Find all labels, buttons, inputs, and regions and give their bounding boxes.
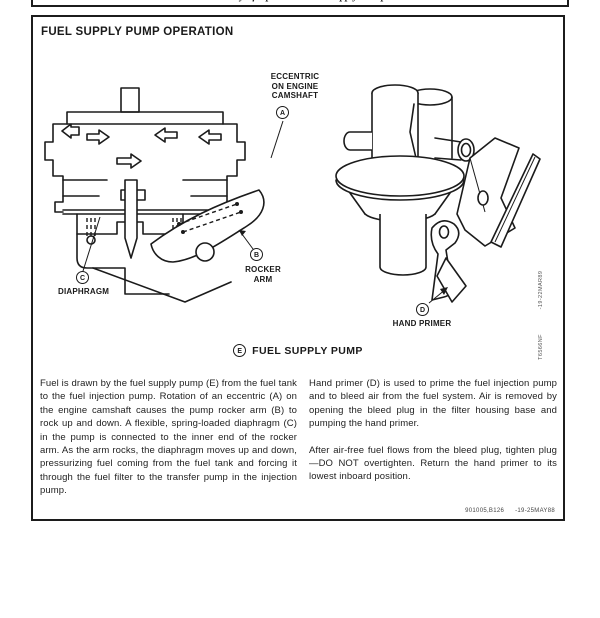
content-box: FUEL SUPPLY PUMP OPERATION bbox=[31, 15, 565, 521]
pump-cross-section-diagram bbox=[44, 87, 265, 303]
callout-letter-a: A bbox=[276, 106, 289, 119]
label-diaphragm: DIAPHRAGM bbox=[58, 287, 110, 296]
body-text-right-column: Hand primer (D) is used to prime the fue… bbox=[309, 377, 557, 497]
running-header-strip: Theory of Operation/Fuel Supply Pump bbox=[31, 0, 569, 7]
callout-letter-e: E bbox=[233, 344, 247, 357]
figure-caption: E FUEL SUPPLY PUMP bbox=[33, 344, 563, 357]
body-text-left-column: Fuel is drawn by the fuel supply pump (E… bbox=[40, 377, 297, 511]
page-footer-codes: 901005,B126 -19-25MAY88 bbox=[456, 508, 555, 514]
figure-caption-text: FUEL SUPPLY PUMP bbox=[252, 344, 363, 357]
footer-doc-code: 901005,B126 bbox=[465, 508, 505, 514]
section-title: FUEL SUPPLY PUMP OPERATION bbox=[41, 26, 234, 38]
label-hand-primer: HAND PRIMER bbox=[392, 319, 452, 328]
callout-letter-d: D bbox=[416, 303, 429, 316]
callout-letter-b: B bbox=[250, 248, 263, 261]
footer-date-code: -19-25MAY88 bbox=[515, 508, 555, 514]
pump-perspective-diagram bbox=[335, 84, 541, 303]
callout-letter-c: C bbox=[76, 271, 89, 284]
paragraph: After air-free fuel flows from the bleed… bbox=[309, 444, 557, 483]
running-header-text: Theory of Operation/Fuel Supply Pump bbox=[33, 0, 567, 2]
label-rocker-arm: ROCKER ARM bbox=[245, 265, 281, 284]
callout-leader-lines bbox=[82, 120, 448, 304]
photo-id-date: -19-22MAR89 bbox=[538, 270, 544, 310]
label-eccentric-on-engine-camshaft: ECCENTRIC ON ENGINE CAMSHAFT bbox=[270, 72, 320, 100]
paragraph: Hand primer (D) is used to prime the fue… bbox=[309, 378, 557, 430]
paragraph: Fuel is drawn by the fuel supply pump (E… bbox=[40, 378, 297, 497]
fuel-pump-figure bbox=[44, 84, 541, 304]
